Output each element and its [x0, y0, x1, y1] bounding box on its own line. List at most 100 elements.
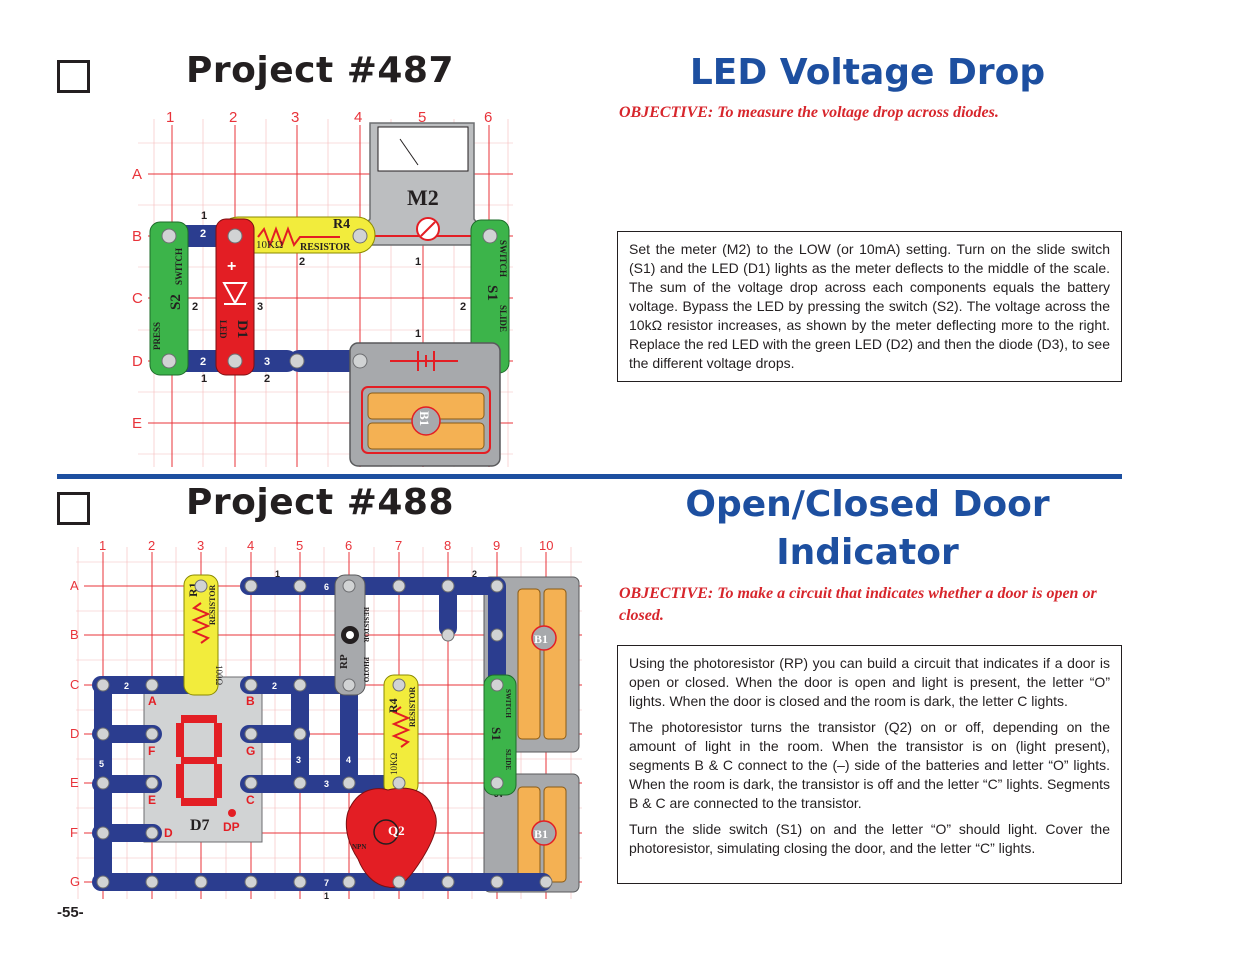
- d7-label: D7: [190, 817, 210, 834]
- project-488-checkbox[interactable]: [57, 492, 90, 525]
- b1-label: B1: [534, 632, 548, 646]
- grid-col-label: 4: [354, 109, 362, 126]
- r4-text: RESISTOR: [408, 686, 417, 727]
- r4-label: R4: [386, 698, 400, 713]
- node-number: 3: [264, 356, 270, 368]
- snaps-488: [96, 579, 553, 889]
- seg-label: D: [164, 826, 173, 840]
- project-487-objective: OBJECTIVE: To measure the voltage drop a…: [619, 104, 999, 121]
- node-number: 2: [472, 569, 477, 579]
- rp-photo-text: PHOTO: [362, 657, 370, 683]
- grid-col-label: 6: [345, 538, 352, 553]
- battery-bottom-b1: B1 3V: [483, 773, 580, 893]
- grid-row-label: B: [132, 228, 142, 245]
- instructions-paragraph: Turn the slide switch (S1) on and the le…: [629, 821, 1110, 856]
- project-487-checkbox[interactable]: [57, 60, 90, 93]
- grid-row-label: A: [70, 578, 79, 593]
- node-number: 3: [257, 301, 263, 313]
- project-488-instructions: Using the photoresistor (RP) you can bui…: [617, 645, 1122, 884]
- node-number: 1: [201, 373, 207, 385]
- dp-label: DP: [223, 820, 240, 834]
- project-488-title: Open/Closed Door Indicator: [615, 481, 1120, 577]
- s1-slide-text: SLIDE: [498, 305, 508, 332]
- grid-col-label: 5: [418, 109, 426, 126]
- grid-col-label: 3: [197, 538, 204, 553]
- node-number: 2: [200, 356, 206, 368]
- circuit-diagram-487-svg: 1 2 3 4 5 6 A B C D E M2 R4 RESISTOR 10K…: [132, 109, 513, 467]
- s1-slide-text: SLIDE: [504, 749, 512, 770]
- grid-row-label: G: [70, 874, 80, 889]
- press-switch-s2: S2 PRESS SWITCH: [149, 221, 189, 376]
- grid-col-label: 10: [539, 538, 553, 553]
- s2-switch-text: SWITCH: [174, 248, 184, 285]
- instructions-paragraph: The photoresistor turns the transistor (…: [629, 719, 1110, 811]
- grid-col-label: 2: [148, 538, 155, 553]
- seg-label: C: [246, 793, 255, 807]
- s2-press-text: PRESS: [152, 322, 162, 350]
- grid-col-label: 7: [395, 538, 402, 553]
- transistor-q2: Q2 NPN: [345, 787, 437, 889]
- seg-label: B: [246, 694, 255, 708]
- circuit-diagram-487: 1 2 3 4 5 6 A B C D E M2 R4 RESISTOR 10K…: [128, 105, 513, 467]
- grid-row-label: E: [70, 775, 79, 790]
- q2-label: Q2: [388, 823, 405, 838]
- slide-switch-s1: S1 SLIDE SWITCH: [483, 674, 517, 796]
- node-number: 2: [200, 228, 206, 240]
- r4-text: RESISTOR: [300, 242, 351, 253]
- rp-resistor-text: RESISTOR: [362, 607, 370, 643]
- section-divider: [57, 474, 1122, 479]
- circuit-diagram-488: 1 2 3 4 5 6 7 8 9 10 A B C D E F G B1 3V…: [66, 537, 582, 901]
- node-number: 7: [324, 878, 329, 888]
- grid-col-label: 3: [291, 109, 299, 126]
- node-number: 2: [460, 301, 466, 313]
- b1-label: B1: [534, 827, 548, 841]
- grid-col-label: 1: [99, 538, 106, 553]
- grid-col-label: 8: [444, 538, 451, 553]
- grid-col-label: 5: [296, 538, 303, 553]
- seg-label: A: [148, 694, 157, 708]
- project-487-number: Project #487: [186, 50, 455, 91]
- grid-row-label: A: [132, 166, 142, 183]
- circuit-diagram-488-svg: 1 2 3 4 5 6 7 8 9 10 A B C D E F G B1 3V…: [70, 538, 582, 901]
- grid-row-label: F: [70, 825, 78, 840]
- svg-text:+: +: [227, 258, 236, 275]
- led-d1: + D1 LED: [215, 218, 255, 376]
- grid-row-label: C: [132, 290, 143, 307]
- title-line-1: Open/Closed Door: [685, 484, 1050, 525]
- r1-value: 100Ω: [214, 665, 224, 686]
- project-488-objective: OBJECTIVE: To make a circuit that indica…: [619, 585, 1097, 624]
- node-number: 2: [272, 681, 277, 691]
- node-number: 1: [324, 891, 329, 899]
- node-number: 4: [346, 755, 351, 765]
- node-number: 1: [201, 210, 207, 222]
- b1-label: B1: [417, 411, 432, 426]
- rp-label: RP: [338, 654, 350, 669]
- page-number: -55-: [57, 904, 84, 921]
- grid-row-label: B: [70, 627, 79, 642]
- meter-label: M2: [407, 185, 439, 210]
- node-number: 1: [415, 256, 421, 268]
- node-number: 3: [296, 755, 301, 765]
- r4-value: 10KΩ: [256, 239, 283, 251]
- s2-label: S2: [168, 294, 184, 310]
- grid-row-label: E: [132, 415, 142, 432]
- battery-top-b1: B1 3V: [483, 576, 580, 753]
- display-d7: A B C D E F G DP D7: [143, 676, 263, 843]
- project-487-title: LED Voltage Drop: [689, 52, 1046, 93]
- node-number: 5: [99, 759, 104, 769]
- r4-value: 10KΩ: [389, 753, 399, 775]
- node-number: 1: [415, 328, 421, 340]
- s1-switch-text: SWITCH: [498, 240, 508, 277]
- grid-col-label: 1: [166, 109, 174, 126]
- node-number: 6: [324, 582, 329, 592]
- resistor-r1: R1 RESISTOR 100Ω: [183, 574, 224, 696]
- photoresistor-rp: RP PHOTO RESISTOR: [334, 574, 370, 696]
- seg-label: F: [148, 744, 155, 758]
- meter-m2: M2: [348, 122, 496, 246]
- s1-label: S1: [484, 285, 500, 301]
- node-number: 2: [299, 256, 305, 268]
- battery-b1: B1: [349, 342, 501, 467]
- r1-text: RESISTOR: [208, 584, 217, 625]
- project-487-instructions: Set the meter (M2) to the LOW (or 10mA) …: [617, 231, 1122, 382]
- grid-col-label: 2: [229, 109, 237, 126]
